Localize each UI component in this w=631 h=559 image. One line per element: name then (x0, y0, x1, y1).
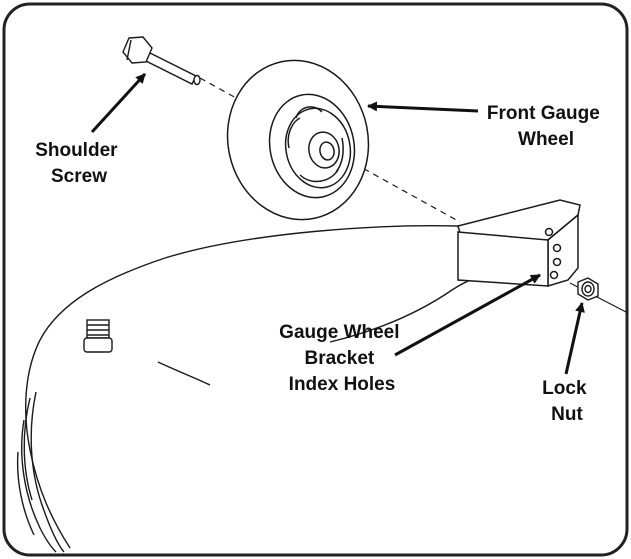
deck-fitting (83, 319, 113, 353)
bracket-index-holes-label-line1: Gauge Wheel (279, 322, 399, 343)
lock-nut-label: Lock Nut (542, 378, 592, 425)
bracket-index-holes-arrow (394, 273, 541, 357)
shoulder-screw-label: Shoulder Screw (35, 140, 123, 187)
bracket-index-holes-label-line3: Index Holes (289, 374, 396, 395)
front-gauge-wheel-label-line2: Wheel (518, 129, 574, 150)
front-gauge-wheel-part (226, 59, 370, 221)
front-gauge-wheel-label-line1: Front Gauge (487, 103, 600, 124)
front-gauge-wheel-label: Front Gauge Wheel (487, 103, 605, 150)
shoulder-screw-arrow (90, 72, 147, 134)
lock-nut-label-line2: Nut (551, 404, 583, 425)
lock-nut-label-line1: Lock (542, 378, 587, 399)
lock-nut-part (577, 277, 599, 301)
gauge-wheel-bracket-part (457, 199, 581, 288)
shoulder-screw-part (122, 36, 201, 86)
lock-nut-arrow (564, 302, 585, 375)
front-gauge-wheel-arrow (367, 101, 479, 113)
shoulder-screw-label-line1: Shoulder (35, 140, 118, 161)
shoulder-screw-label-line2: Screw (51, 166, 107, 187)
bracket-index-holes-label-line2: Bracket (305, 348, 375, 369)
bracket-index-holes-label: Gauge Wheel Bracket Index Holes (279, 322, 405, 395)
